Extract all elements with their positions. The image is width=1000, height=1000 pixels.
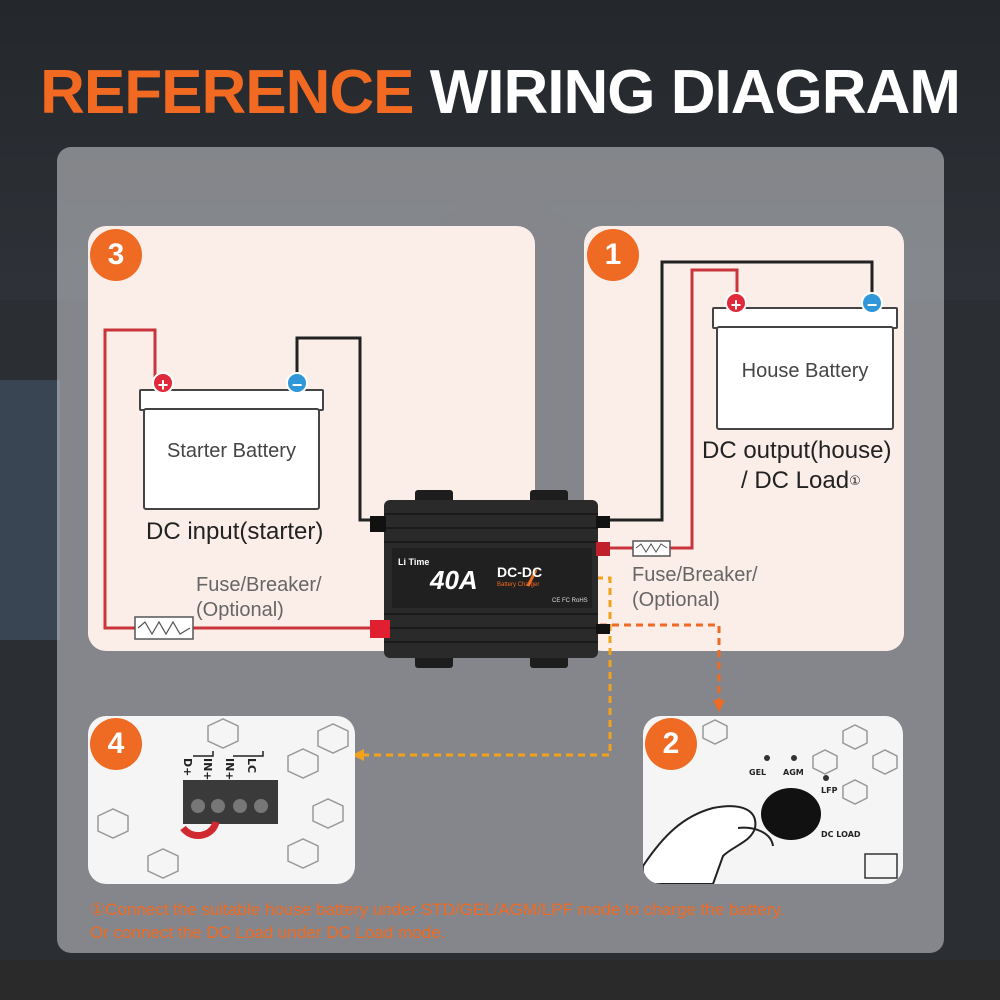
dc-output-caption-line1: DC output(house) [702,437,892,464]
step-4-card: D+ IN+ IN+ LC [88,716,355,884]
device-brand: Li Time [398,557,430,567]
step-2-card: GEL AGM LFP DC LOAD [643,716,903,884]
device-type: DC-DC [497,564,543,580]
mode-knob-illustration [643,719,898,884]
footnote-line-2: Or connect the DC Load under DC Load mod… [90,923,446,942]
footnote-line-1: ①Connect the suitable house battery unde… [90,900,785,919]
step-1-badge: 1 [587,229,639,281]
terminal-label-d-plus: D+ [181,758,194,777]
dc-dc-charger-device [370,490,610,668]
starter-fuse-label-1: Fuse/Breaker/ [196,574,322,596]
dc-load-text: / DC Load [741,467,850,494]
dc-output-caption-line2: / DC Load① [741,467,861,495]
mode-label-gel: GEL [749,768,767,777]
house-negative-terminal-icon: − [861,292,883,315]
terminal-label-lc: LC [245,758,258,774]
footnote-mark: ① [849,473,861,488]
device-subtitle: Battery Charger [497,582,540,588]
page-title: REFERENCE WIRING DIAGRAM [0,58,1000,128]
mode-label-dc-load: DC LOAD [821,830,861,839]
terminal-label-in-plus-2: IN+ [223,758,236,781]
title-accent: REFERENCE [40,58,414,127]
device-certifications: CE FC RoHS [552,598,588,604]
title-main: WIRING DIAGRAM [429,58,961,127]
mode-label-agm: AGM [783,768,804,777]
step-3-badge: 3 [90,229,142,281]
starter-fuse-label-2: (Optional) [196,599,284,621]
terminal-block-illustration [97,718,349,879]
starter-positive-terminal-icon: + [152,372,174,395]
step-4-badge: 4 [90,718,142,770]
house-battery-label: House Battery [741,360,869,382]
step-2-badge: 2 [645,718,697,770]
device-amperage: 40A [430,565,478,595]
house-fuse-label-1: Fuse/Breaker/ [632,564,758,586]
house-positive-terminal-icon: + [725,292,747,315]
mode-label-lfp: LFP [821,786,838,795]
house-fuse-label-2: (Optional) [632,589,720,611]
terminal-label-in-plus-1: IN+ [201,758,214,781]
footnote: ①Connect the suitable house battery unde… [90,898,920,944]
starter-negative-terminal-icon: − [286,372,308,395]
starter-battery [143,408,320,510]
dc-input-caption: DC input(starter) [146,518,324,545]
house-battery [716,326,894,430]
starter-battery-label: Starter Battery [167,440,296,462]
